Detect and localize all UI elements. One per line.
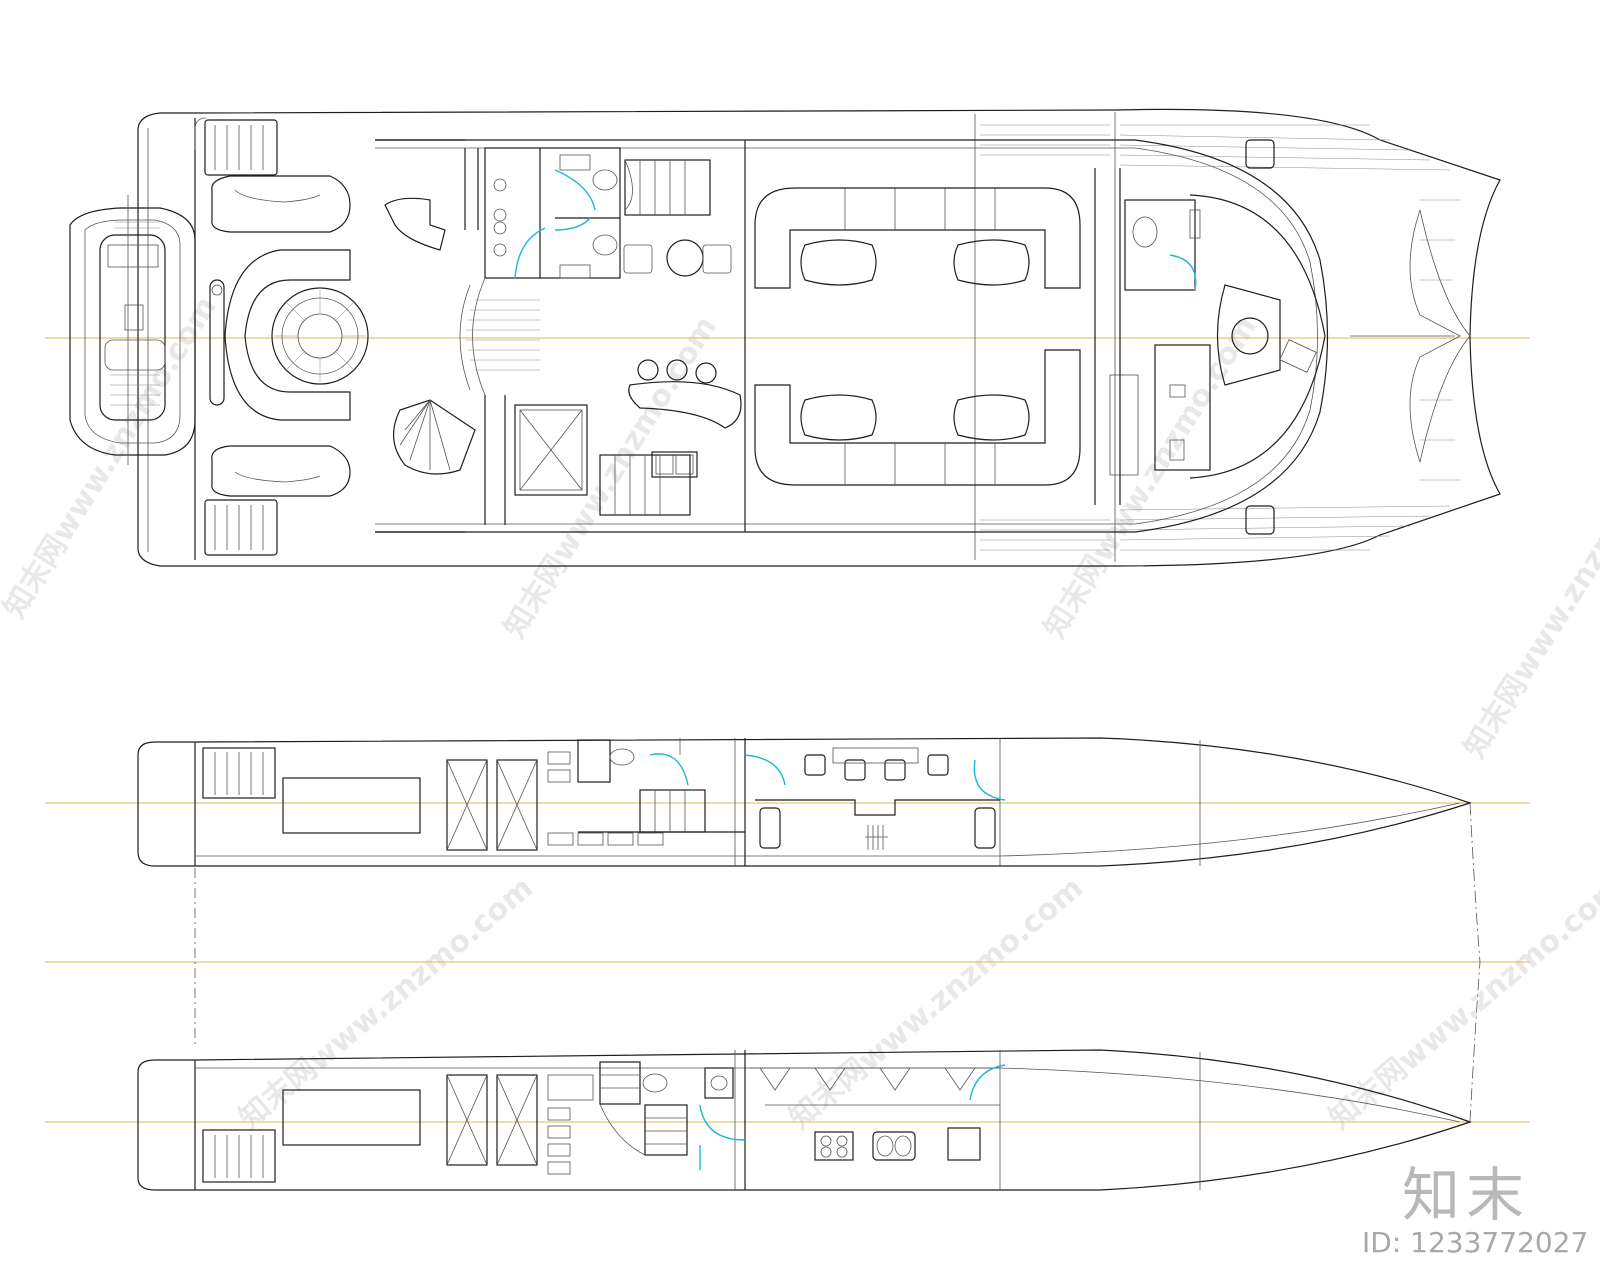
deck-hatch bbox=[514, 404, 588, 496]
stern-steps bbox=[204, 119, 278, 556]
salon-table bbox=[800, 394, 877, 441]
watermark-text: 知末网www.znzmo.com bbox=[1037, 310, 1264, 644]
salon-table bbox=[800, 239, 877, 286]
hot-tub bbox=[271, 287, 369, 385]
spiral-stair bbox=[393, 399, 476, 475]
hanging-locker bbox=[865, 825, 888, 850]
bar-counter bbox=[628, 381, 742, 429]
galley-stove bbox=[814, 1131, 854, 1161]
engine-room bbox=[282, 777, 421, 834]
image-id-label: ID: 1233772027 bbox=[1362, 1226, 1589, 1259]
battery-bank bbox=[547, 1074, 594, 1175]
tank bbox=[496, 1074, 538, 1166]
watermark-layer: 知末网www.znzmo.com 知末网www.znzmo.com 知末网www… bbox=[0, 290, 1600, 1136]
davit bbox=[209, 279, 225, 406]
aft-deck-bench bbox=[224, 249, 351, 421]
bow-hatch bbox=[1245, 139, 1275, 169]
fridge bbox=[947, 1127, 981, 1161]
tank bbox=[446, 1074, 488, 1166]
brand-logo: 知末 bbox=[1402, 1161, 1531, 1229]
port-hull-plan bbox=[137, 737, 1472, 867]
galley-sink bbox=[651, 451, 698, 478]
jet-ski bbox=[211, 445, 351, 497]
salon-sofa bbox=[754, 349, 1081, 486]
jet-ski bbox=[211, 175, 351, 233]
starboard-hull-plan bbox=[137, 1049, 1472, 1191]
tank bbox=[446, 759, 488, 851]
watermark-text: 知末网www.znzmo.com bbox=[783, 870, 1090, 1136]
tender-boat bbox=[69, 207, 196, 456]
helm-seat bbox=[1231, 317, 1269, 355]
engine-room bbox=[282, 1089, 421, 1146]
upper-deck-plan bbox=[69, 108, 1501, 567]
salon-sofa bbox=[754, 187, 1081, 289]
tank bbox=[496, 759, 538, 851]
watermark-text: 知末网www.znzmo.com bbox=[233, 870, 540, 1136]
battery-bank bbox=[547, 751, 664, 846]
watermark-text: 知末网www.znzmo.com bbox=[1457, 430, 1600, 764]
salon-table bbox=[953, 394, 1030, 441]
helm-console bbox=[1154, 344, 1211, 471]
salon-table bbox=[953, 239, 1030, 286]
bow-deck-hatching bbox=[980, 124, 1460, 551]
galley-sink bbox=[872, 1131, 916, 1161]
watermark-text: 知末网www.znzmo.com bbox=[1323, 870, 1600, 1136]
bridgedeck-outline bbox=[194, 802, 1481, 1123]
centerlines bbox=[45, 337, 1530, 1123]
bow-hatch bbox=[1245, 505, 1275, 535]
